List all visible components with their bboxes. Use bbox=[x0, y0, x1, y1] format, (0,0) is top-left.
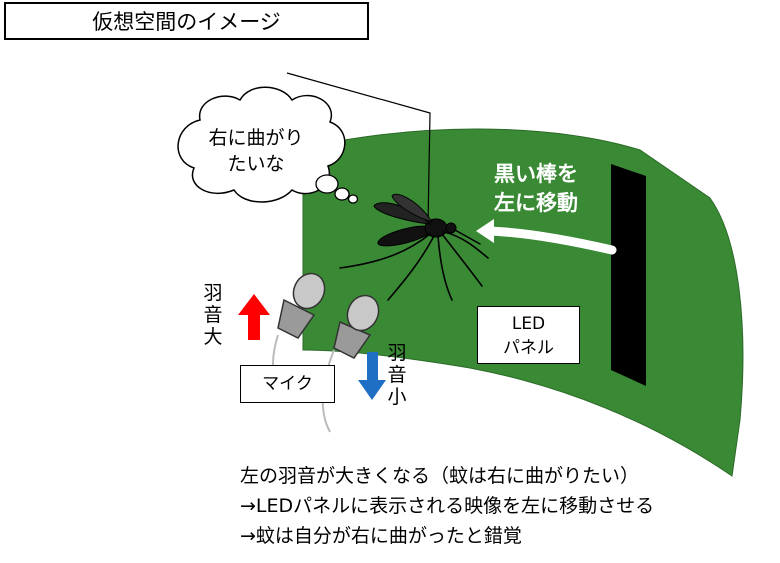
black-bar bbox=[611, 164, 646, 386]
mosquito-leg-2 bbox=[387, 235, 435, 301]
mosquito-leg-4 bbox=[441, 233, 483, 287]
quieter-char-3: 小 bbox=[387, 386, 407, 408]
mosquito-leg-3 bbox=[437, 235, 453, 301]
thought-bubble-medium bbox=[334, 187, 350, 201]
quieter-char-1: 羽 bbox=[387, 342, 407, 364]
louder-arrow bbox=[238, 294, 270, 340]
title-box: 仮想空間のイメージ bbox=[4, 2, 369, 40]
mosquito bbox=[339, 193, 489, 301]
thought-line-1: 右に曲がり bbox=[208, 127, 304, 149]
led-label-line-1: LED bbox=[511, 314, 546, 334]
louder-char-3: 大 bbox=[203, 326, 223, 348]
quieter-char-2: 音 bbox=[387, 364, 407, 386]
led-label-line-2: パネル bbox=[503, 338, 554, 358]
move-bar-line-1: 黒い棒を bbox=[494, 162, 578, 186]
mosquito-leg-1 bbox=[339, 233, 431, 269]
mosquito-wing-2 bbox=[391, 193, 434, 223]
louder-char-1: 羽 bbox=[203, 282, 223, 304]
microphone-right bbox=[321, 294, 380, 433]
quieter-label: 羽 音 小 bbox=[386, 342, 408, 408]
led-panel-label: LED パネル bbox=[477, 306, 580, 364]
louder-label: 羽 音 大 bbox=[202, 282, 224, 348]
caption-line-1: 左の羽音が大きくなる（蚊は右に曲がりたい） bbox=[240, 465, 640, 487]
white-arrowhead bbox=[476, 219, 494, 243]
mosquito-leg-5 bbox=[443, 231, 489, 259]
mic-label: マイク bbox=[240, 365, 335, 403]
caption: 左の羽音が大きくなる（蚊は右に曲がりたい） →LEDパネルに表示される映像を左に… bbox=[240, 461, 775, 551]
title-text: 仮想空間のイメージ bbox=[92, 10, 281, 34]
move-bar-line-2: 左に移動 bbox=[494, 191, 578, 215]
thought-bubble-small bbox=[347, 194, 359, 204]
tether-line bbox=[286, 72, 431, 226]
louder-char-2: 音 bbox=[203, 304, 223, 326]
caption-line-3: →蚊は自分が右に曲がったと錯覚 bbox=[240, 525, 522, 547]
thought-cloud bbox=[177, 86, 346, 203]
caption-line-2: →LEDパネルに表示される映像を左に移動させる bbox=[240, 495, 655, 517]
move-bar-label: 黒い棒を 左に移動 bbox=[486, 160, 586, 218]
mosquito-thorax bbox=[424, 218, 448, 238]
thought-line-2: たいな bbox=[227, 153, 285, 175]
thought-text: 右に曲がり たいな bbox=[196, 125, 316, 177]
white-arrow bbox=[483, 226, 617, 255]
thought-bubble-large bbox=[315, 174, 339, 194]
mosquito-head bbox=[445, 222, 457, 234]
quieter-arrow bbox=[358, 352, 386, 400]
mosquito-proboscis bbox=[454, 229, 481, 245]
